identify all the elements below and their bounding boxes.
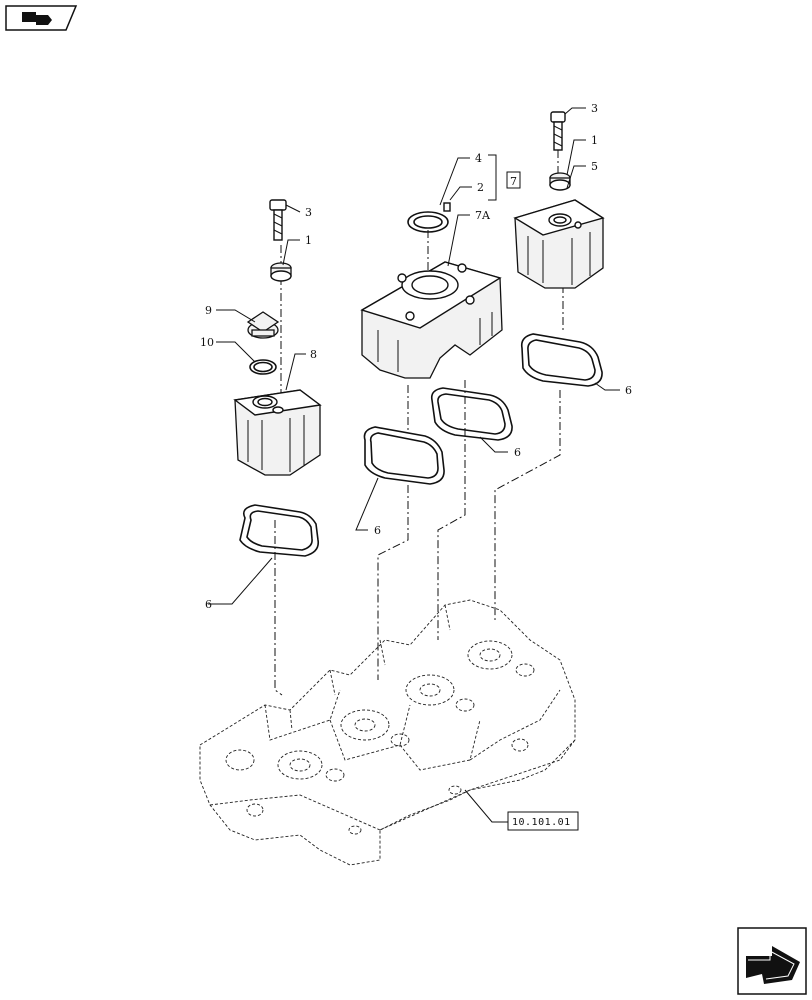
washer-left[interactable] — [270, 262, 292, 282]
callout-grommet-right: 5 — [591, 160, 598, 173]
callout-screw-left: 3 — [305, 206, 312, 219]
leader-lines — [208, 107, 620, 823]
callout-kit: 7 — [510, 175, 517, 188]
callout-cover-center: 7A — [475, 209, 491, 222]
callout-small-screw: 2 — [477, 181, 484, 194]
o-ring[interactable] — [249, 359, 277, 375]
callout-o-ring: 10 — [200, 336, 214, 349]
callout-gasket-right: 6 — [625, 384, 632, 397]
page-tab-icon[interactable] — [5, 5, 78, 31]
ring-seal[interactable] — [407, 211, 449, 233]
callout-gasket-left: 6 — [205, 598, 212, 611]
callout-screw-right: 3 — [591, 102, 598, 115]
callout-gasket-center-left: 6 — [374, 524, 381, 537]
callout-gasket-center-right: 6 — [514, 446, 521, 459]
small-screw[interactable] — [443, 202, 451, 212]
gasket-left[interactable] — [239, 504, 320, 557]
callout-washer-left: 1 — [305, 234, 312, 247]
washer-right[interactable] — [549, 172, 571, 191]
callout-washer-right: 1 — [591, 134, 598, 147]
screw-left[interactable] — [269, 199, 287, 241]
callout-ring-seal: 4 — [475, 152, 482, 165]
screw-right[interactable] — [550, 111, 566, 151]
valve-cover-left[interactable] — [233, 389, 322, 476]
oil-filler-cap[interactable] — [246, 311, 280, 339]
gasket-right[interactable] — [520, 333, 603, 387]
gasket-center-right[interactable] — [430, 387, 513, 441]
gasket-center-left[interactable] — [363, 426, 445, 485]
valve-cover-right[interactable] — [513, 199, 605, 289]
next-page-arrow-icon[interactable] — [737, 927, 807, 995]
cylinder-head — [199, 599, 576, 866]
callout-cover-left: 8 — [310, 348, 317, 361]
cylinder-head-reference-label: 10.101.01 — [512, 817, 571, 828]
callout-cap: 9 — [205, 304, 212, 317]
valve-cover-center[interactable] — [360, 261, 503, 379]
kit-bracket — [488, 154, 521, 201]
cylinder-head-reference[interactable]: 10.101.01 — [507, 811, 579, 831]
